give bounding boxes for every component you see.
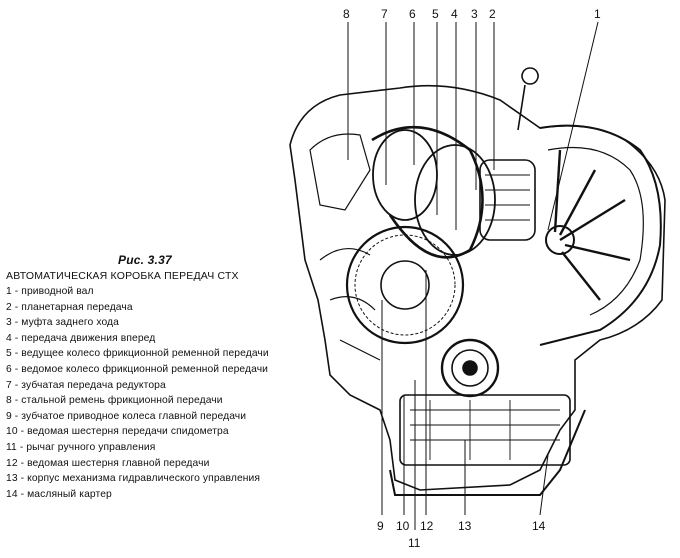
drive-plate-vanes [553, 149, 631, 301]
callout-7: 7 [381, 7, 388, 21]
dipstick [517, 67, 539, 131]
callout-14: 14 [532, 519, 546, 533]
legend-item-9: 9 - зубчатое приводное колеса главной пе… [6, 410, 247, 422]
steel-belt [371, 125, 484, 259]
legend-item-1: 1 - приводной вал [6, 286, 94, 297]
hydraulic-control-body [399, 394, 571, 466]
legend-item-8: 8 - стальной ремень фрикционной передачи [6, 395, 223, 407]
callout-10: 10 [396, 519, 410, 533]
driven-pulley [372, 129, 438, 221]
figure-legend: Рис. 3.37 АВТОМАТИЧЕСКАЯ КОРОБКА ПЕРЕДАЧ… [6, 253, 286, 502]
legend-item-2: 2 - планетарная передача [6, 301, 133, 313]
callout-5: 5 [432, 7, 439, 21]
bell-housing [539, 124, 662, 346]
callout-8: 8 [343, 7, 350, 21]
legend-item-12: 12 - ведомая шестерня главной передачи [6, 457, 210, 469]
callout-9: 9 [377, 519, 384, 533]
oil-pan [389, 409, 586, 496]
legend-item-4: 4 - передача движения вперед [6, 332, 156, 344]
callout-12: 12 [420, 519, 434, 533]
legend-item-3: 3 - муфта заднего хода [6, 317, 119, 329]
figure-title: Рис. 3.37 [118, 253, 172, 267]
legend-item-5: 5 - ведущее колесо фрикционной ременной … [6, 348, 269, 360]
callout-13: 13 [458, 519, 472, 533]
legend-item-7: 7 - зубчатая передача редуктора [6, 379, 166, 391]
legend-item-11: 11 - рычаг ручного управления [6, 441, 156, 453]
callout-1: 1 [594, 7, 601, 21]
callout-4: 4 [451, 7, 458, 21]
callout-2: 2 [489, 7, 496, 21]
legend-item-6: 6 - ведомое колесо фрикционной ременной … [6, 363, 269, 375]
output-flange [440, 338, 500, 398]
drive-hub [545, 225, 575, 255]
callout-3: 3 [471, 7, 478, 21]
legend-item-10: 10 - ведомая шестерня передачи спидометр… [6, 426, 229, 438]
final-drive-ring-gear [345, 225, 465, 345]
planetary-gear-set [479, 159, 536, 241]
callout-6: 6 [409, 7, 416, 21]
callout-11: 11 [408, 536, 421, 550]
drive-pulley [414, 144, 496, 256]
legend-item-13: 13 - корпус механизма гидравлического уп… [6, 473, 261, 485]
legend-item-14: 14 - масляный картер [6, 488, 112, 500]
figure-caption: АВТОМАТИЧЕСКАЯ КОРОБКА ПЕРЕДАЧ СТХ [6, 270, 239, 282]
